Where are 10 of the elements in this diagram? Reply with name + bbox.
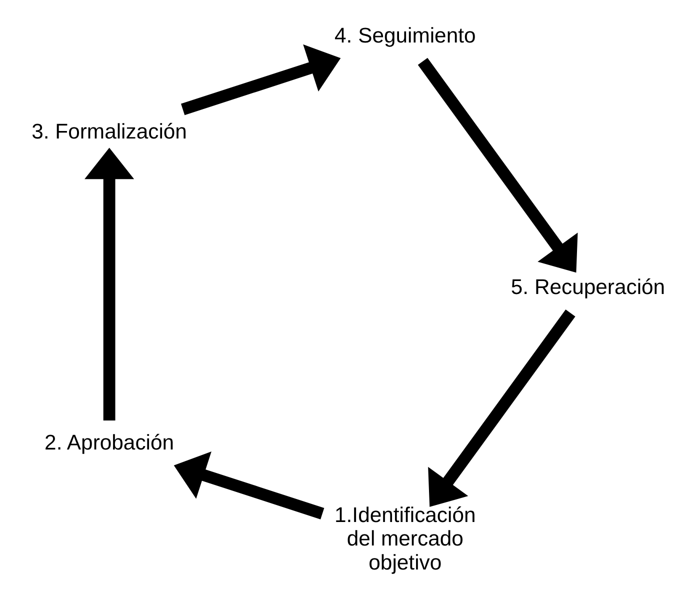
node-text: 1.Identificación del mercado objetivo — [334, 504, 476, 574]
node-text: 4. Seguimiento — [334, 24, 476, 48]
node-text: 5. Recuperación — [510, 276, 666, 299]
node-text: 2. Aprobación — [44, 431, 174, 454]
arrow — [428, 310, 576, 507]
arrow — [418, 58, 578, 273]
node-text: 3. Formalización — [32, 120, 187, 144]
arrow — [180, 44, 341, 116]
arrow — [174, 452, 324, 520]
arrow — [84, 148, 134, 421]
